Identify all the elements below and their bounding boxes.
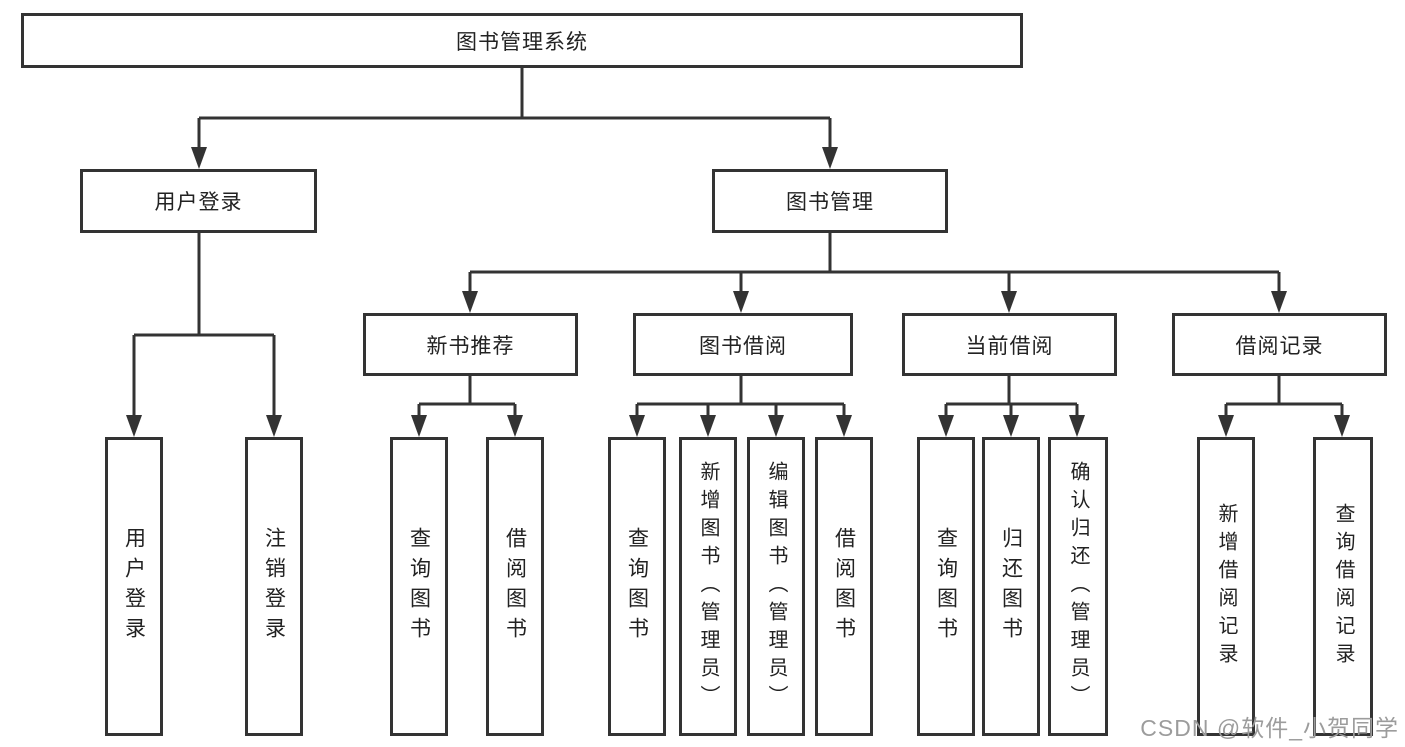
node-borrow-records-label: 借阅记录 bbox=[1235, 334, 1324, 358]
connector-book-borrow bbox=[637, 376, 844, 406]
leaf-add-books-admin: 新增图书（管理员） bbox=[679, 437, 737, 736]
leaf-query-books-1: 查询图书 bbox=[390, 437, 448, 736]
connector-borrow-records bbox=[1226, 376, 1342, 406]
node-root: 图书管理系统 bbox=[21, 13, 1023, 68]
arrowheads bbox=[126, 147, 1350, 437]
node-book-borrow-label: 图书借阅 bbox=[699, 334, 787, 358]
leaf-logout: 注销登录 bbox=[245, 437, 303, 736]
node-new-book-recommend: 新书推荐 bbox=[363, 313, 578, 376]
leaf-edit-books-admin: 编辑图书（管理员） bbox=[747, 437, 805, 736]
leaf-query-books-3: 查询图书 bbox=[917, 437, 975, 736]
leaf-borrow-books-2: 借阅图书 bbox=[815, 437, 873, 736]
node-current-borrow: 当前借阅 bbox=[902, 313, 1117, 376]
leaf-query-borrow-record: 查询借阅记录 bbox=[1313, 437, 1373, 736]
csdn-watermark: CSDN @软件_小贺同学 bbox=[1140, 715, 1399, 741]
connector-user-login bbox=[134, 233, 274, 337]
node-book-management-label: 图书管理 bbox=[786, 191, 874, 214]
leaf-confirm-return-admin: 确认归还（管理员） bbox=[1048, 437, 1108, 736]
node-user-login: 用户登录 bbox=[80, 169, 317, 233]
node-current-borrow-label: 当前借阅 bbox=[965, 334, 1054, 358]
connector-new-books bbox=[419, 376, 515, 406]
connector-current-borrow bbox=[946, 376, 1077, 406]
node-book-management: 图书管理 bbox=[712, 169, 948, 233]
node-borrow-records: 借阅记录 bbox=[1172, 313, 1387, 376]
leaf-query-books-2: 查询图书 bbox=[608, 437, 666, 736]
leaf-return-books: 归还图书 bbox=[982, 437, 1040, 736]
node-book-borrow: 图书借阅 bbox=[633, 313, 853, 376]
leaf-borrow-books-1: 借阅图书 bbox=[486, 437, 544, 736]
connector-root bbox=[199, 68, 830, 120]
node-new-book-recommend-label: 新书推荐 bbox=[426, 334, 515, 358]
node-root-label: 图书管理系统 bbox=[456, 30, 588, 54]
connector-book-mgmt bbox=[470, 233, 1279, 274]
leaf-user-login: 用户登录 bbox=[105, 437, 163, 736]
leaf-add-borrow-record: 新增借阅记录 bbox=[1197, 437, 1255, 736]
node-user-login-label: 用户登录 bbox=[154, 191, 243, 214]
